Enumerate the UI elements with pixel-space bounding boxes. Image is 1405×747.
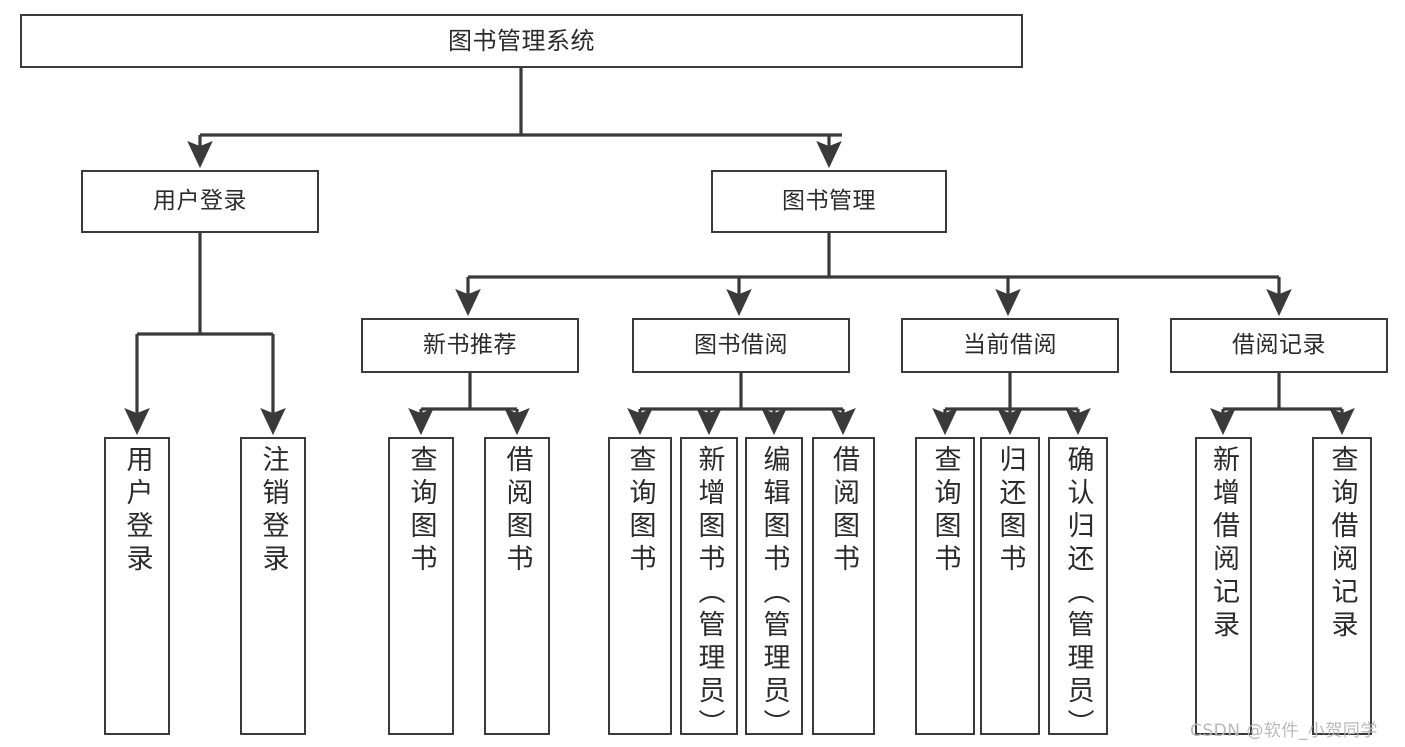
- leaf-add-record[interactable]: 新增借阅记录: [1195, 437, 1252, 735]
- leaf-query-book-1-label: 查询图书: [405, 445, 437, 577]
- leaf-return-book-label: 归还图书: [994, 445, 1026, 577]
- leaf-confirm-return-label: 确认归还（管理员）: [1062, 445, 1094, 742]
- leaf-user-login-label: 用户登录: [121, 445, 153, 577]
- csdn-watermark: CSDN @软件_小贺同学: [1190, 721, 1378, 741]
- node-book-borrow-label: 图书借阅: [694, 331, 788, 358]
- leaf-confirm-return[interactable]: 确认归还（管理员）: [1048, 437, 1108, 742]
- node-current-borrow-label: 当前借阅: [963, 331, 1057, 358]
- leaf-edit-book[interactable]: 编辑图书（管理员）: [745, 437, 803, 742]
- leaf-query-book-1[interactable]: 查询图书: [388, 437, 454, 735]
- leaf-query-book-2-label: 查询图书: [624, 445, 656, 577]
- node-root[interactable]: 图书管理系统: [20, 14, 1023, 68]
- node-root-label: 图书管理系统: [448, 26, 595, 55]
- leaf-logout[interactable]: 注销登录: [240, 437, 306, 735]
- leaf-user-login[interactable]: 用户登录: [104, 437, 170, 735]
- leaf-add-record-label: 新增借阅记录: [1208, 445, 1239, 643]
- leaf-query-book-3[interactable]: 查询图书: [915, 437, 975, 735]
- node-new-book-rec-label: 新书推荐: [423, 331, 517, 358]
- node-book-manage-label: 图书管理: [782, 187, 876, 214]
- leaf-return-book[interactable]: 归还图书: [980, 437, 1040, 735]
- leaf-borrow-book-1[interactable]: 借阅图书: [484, 437, 550, 735]
- leaf-borrow-book-2-label: 借阅图书: [828, 445, 859, 577]
- leaf-borrow-book-2[interactable]: 借阅图书: [812, 437, 875, 735]
- node-book-manage[interactable]: 图书管理: [711, 170, 947, 233]
- node-current-borrow[interactable]: 当前借阅: [901, 318, 1119, 373]
- node-borrow-record-label: 借阅记录: [1232, 331, 1326, 358]
- leaf-query-book-2[interactable]: 查询图书: [608, 437, 672, 735]
- leaf-borrow-book-1-label: 借阅图书: [501, 445, 533, 577]
- leaf-query-record-label: 查询借阅记录: [1326, 445, 1358, 643]
- leaf-add-book-label: 新增图书（管理员）: [693, 445, 725, 742]
- leaf-add-book[interactable]: 新增图书（管理员）: [680, 437, 738, 742]
- node-book-borrow[interactable]: 图书借阅: [632, 318, 850, 373]
- leaf-edit-book-label: 编辑图书（管理员）: [758, 445, 790, 742]
- leaf-query-book-3-label: 查询图书: [929, 445, 961, 577]
- node-new-book-rec[interactable]: 新书推荐: [361, 318, 579, 373]
- node-user-login[interactable]: 用户登录: [81, 170, 319, 233]
- leaf-logout-label: 注销登录: [257, 445, 289, 577]
- node-borrow-record[interactable]: 借阅记录: [1170, 318, 1388, 373]
- node-user-login-label: 用户登录: [153, 187, 247, 214]
- leaf-query-record[interactable]: 查询借阅记录: [1312, 437, 1372, 735]
